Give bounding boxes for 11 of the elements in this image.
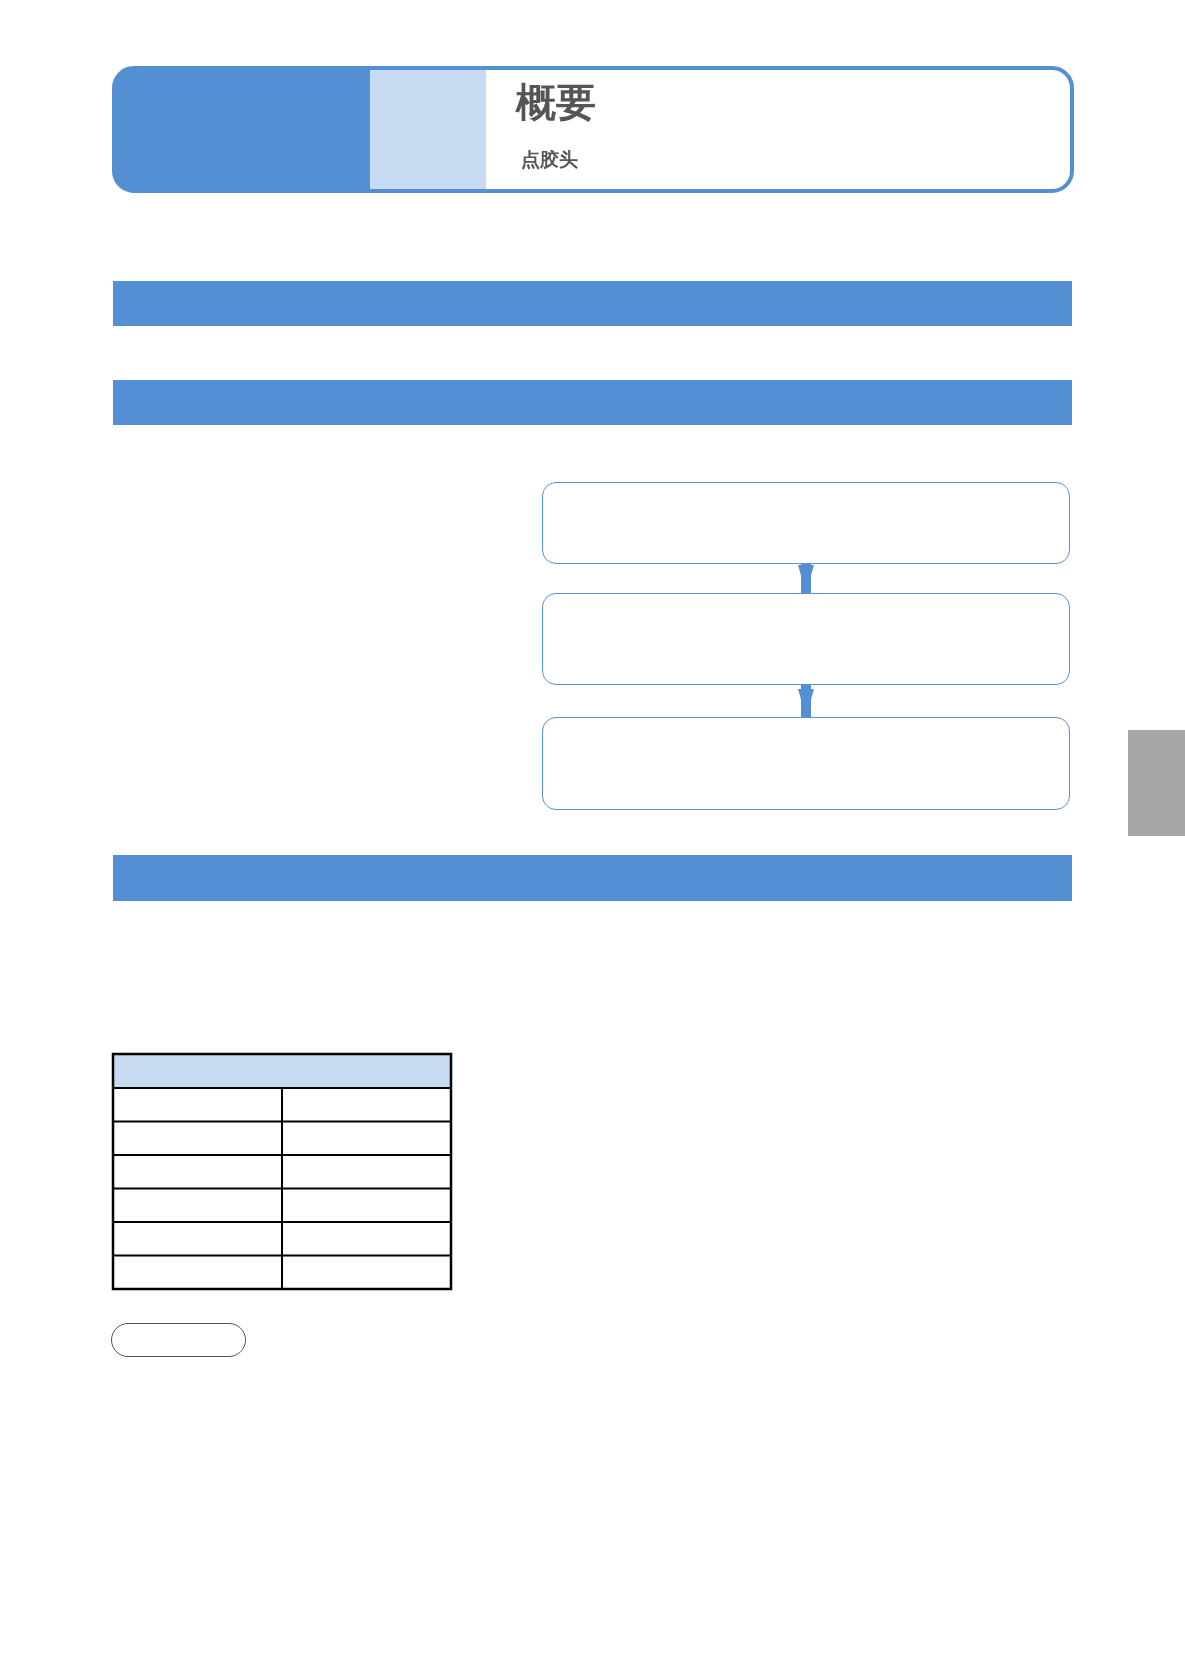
- section-bar: [113, 281, 1072, 326]
- title: 概要: [516, 80, 596, 124]
- process-box: [542, 593, 1070, 685]
- section-bar: [113, 380, 1072, 425]
- arrow: [798, 685, 814, 717]
- arrow: [798, 564, 814, 593]
- process-box: [542, 482, 1070, 564]
- side-tab: [1128, 730, 1185, 836]
- subtitle: 点胶头: [521, 148, 578, 171]
- section-bar: [113, 855, 1072, 901]
- process-box: [542, 717, 1070, 810]
